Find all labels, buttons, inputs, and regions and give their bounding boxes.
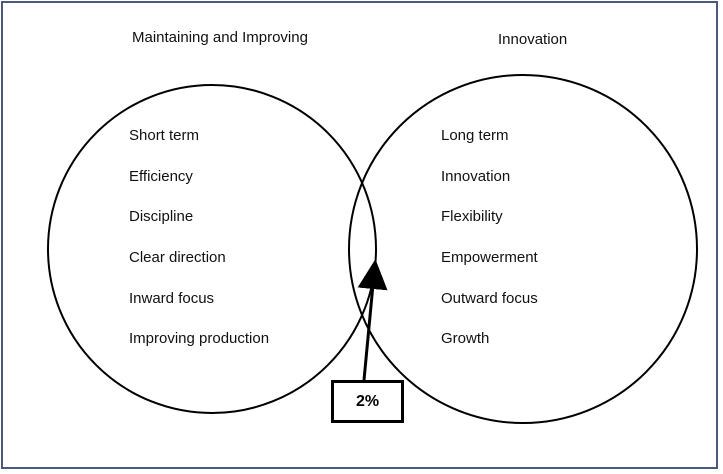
left-item: Inward focus — [129, 290, 215, 307]
left-item: Efficiency — [129, 168, 193, 185]
left-item: Short term — [129, 127, 200, 144]
overlap-arrow — [357, 259, 388, 381]
right-item: Empowerment — [441, 249, 538, 266]
left-item: Discipline — [129, 208, 194, 225]
overlap-percentage-label: 2% — [355, 392, 380, 410]
left-circle — [47, 84, 377, 414]
right-item: Innovation — [441, 168, 511, 185]
left-item: Improving production — [129, 330, 270, 347]
left-item: Clear direction — [129, 249, 226, 266]
right-circle — [348, 74, 698, 424]
right-item: Flexibility — [441, 208, 503, 225]
right-item: Growth — [441, 330, 490, 347]
left-heading: Maintaining and Improving — [132, 29, 308, 46]
overlap-percentage-box: 2% — [331, 380, 404, 423]
right-item: Outward focus — [441, 290, 538, 307]
right-item: Long term — [441, 127, 509, 144]
right-heading: Innovation — [498, 31, 568, 48]
